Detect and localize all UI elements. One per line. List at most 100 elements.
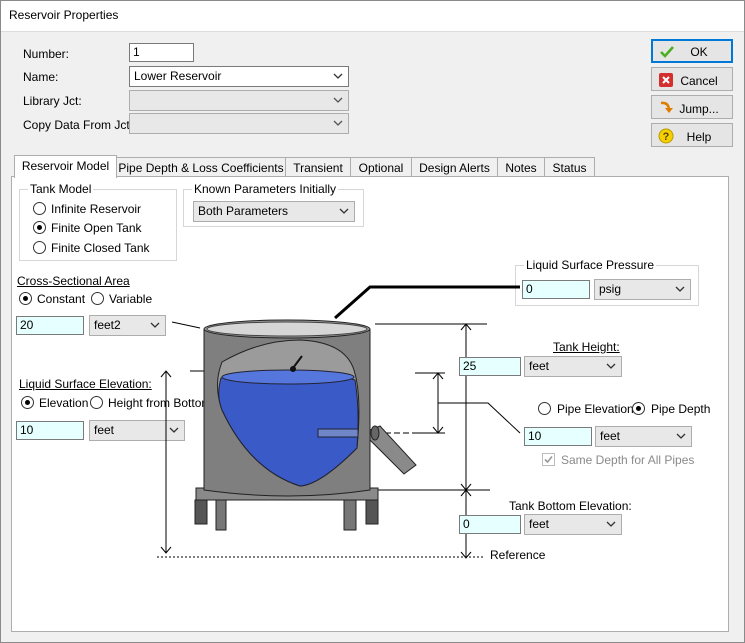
pipe-elevation-radio[interactable] [538,402,551,415]
chevron-down-icon [606,363,616,369]
help-label: Help [686,130,712,144]
constant-label: Constant [37,292,86,306]
cancel-label: Cancel [680,74,718,88]
height-from-bottom-radio[interactable] [90,396,103,409]
tab-label: Notes [505,161,537,175]
tank-bottom-title: Tank Bottom Elevation: [509,499,632,513]
name-combobox[interactable]: Lower Reservoir [129,66,349,87]
surface-pressure-unit-value: psig [599,282,622,296]
window-title: Reservoir Properties [9,8,119,22]
pressure-pointer [334,285,520,320]
tank-height-unit-select[interactable]: feet [524,356,622,377]
tab-notes[interactable]: Notes [497,157,545,177]
pipe-depth-radio[interactable] [632,402,645,415]
tank-bottom-unit-select[interactable]: feet [524,514,622,535]
outlet-pipe [369,425,417,475]
ok-label: OK [690,45,708,59]
library-label: Library Jct: [23,94,82,108]
surface-elevation-title: Liquid Surface Elevation: [19,377,152,391]
copy-data-select[interactable] [129,113,349,134]
tank-model-title: Tank Model [28,182,94,196]
finite-open-tank-label: Finite Open Tank [51,221,142,235]
known-params-group: Known Parameters Initially [183,182,364,227]
tab-label: Design Alerts [419,161,490,175]
help-button[interactable]: ? Help [651,123,733,147]
tab-label: Reservoir Model [21,159,110,173]
pipe-depth-unit-value: feet [600,429,621,443]
chevron-down-icon [606,521,616,527]
library-select[interactable] [129,90,349,111]
area-input[interactable]: 20 [16,316,84,335]
tab-optional[interactable]: Optional [350,157,412,177]
chevron-down-icon [339,208,349,214]
pipe-depth-input[interactable]: 10 [524,427,592,446]
chevron-down-icon [676,433,686,439]
same-depth-label: Same Depth for All Pipes [561,453,695,467]
tank-height-input[interactable]: 25 [459,357,521,376]
surface-pressure-group: Liquid Surface Pressure [515,258,699,306]
checkmark-icon [544,455,553,464]
name-value: Lower Reservoir [134,69,222,83]
elevation-radio[interactable] [21,396,34,409]
tab-reservoir-model[interactable]: Reservoir Model [14,155,117,178]
variable-radio[interactable] [91,292,104,305]
surface-elevation-input[interactable]: 10 [16,421,84,440]
tab-label: Optional [358,161,404,175]
known-params-select[interactable]: Both Parameters [193,201,355,222]
tank-bottom-input[interactable]: 0 [459,515,521,534]
surface-pressure-title: Liquid Surface Pressure [524,258,657,272]
surface-elevation-unit-select[interactable]: feet [89,420,185,441]
surface-elevation-unit-value: feet [94,423,115,437]
ok-button[interactable]: OK [651,39,733,63]
chevron-down-icon [333,120,343,126]
pipe-depth-label: Pipe Depth [651,402,711,416]
tank-cutaway [217,339,360,487]
tab-status[interactable]: Status [544,157,595,177]
surface-pressure-unit-select[interactable]: psig [594,279,691,300]
jump-arrow-icon [660,101,673,113]
constant-radio[interactable] [19,292,32,305]
surface-pressure-input[interactable]: 0 [522,280,590,299]
tank-model-group: Tank Model [19,182,177,261]
chevron-down-icon [150,322,160,328]
tank-height-title: Tank Height: [553,340,620,354]
copy-data-label: Copy Data From Jct... [23,118,140,132]
finite-closed-tank-radio[interactable] [33,241,46,254]
known-params-value: Both Parameters [198,204,289,218]
area-unit-select[interactable]: feet2 [89,315,166,336]
tab-pipe-depth[interactable]: Pipe Depth & Loss Coefficients [116,157,286,177]
area-unit-value: feet2 [94,318,121,332]
tab-transient[interactable]: Transient [285,157,351,177]
cross-section-title: Cross-Sectional Area [17,274,130,288]
jump-button[interactable]: Jump... [651,95,733,119]
jump-label: Jump... [679,102,719,116]
help-icon: ? [658,128,674,144]
known-params-title: Known Parameters Initially [192,182,339,196]
chevron-down-icon [333,97,343,103]
infinite-reservoir-radio[interactable] [33,202,46,215]
number-label: Number: [23,47,70,61]
cancel-icon [659,73,673,87]
chevron-down-icon [169,427,179,433]
variable-label: Variable [109,292,153,306]
title-bar: Reservoir Properties [0,0,745,32]
elevation-label: Elevation [39,396,89,410]
tab-label: Transient [293,161,343,175]
svg-text:?: ? [663,131,670,143]
number-input[interactable]: 1 [129,43,194,62]
chevron-down-icon [675,286,685,292]
tank-height-unit-value: feet [529,359,550,373]
tab-design-alerts[interactable]: Design Alerts [411,157,498,177]
checkmark-icon [660,46,674,58]
cancel-button[interactable]: Cancel [651,67,733,91]
tab-label: Status [552,161,587,175]
tank-bottom-unit-value: feet [529,517,550,531]
pipe-elevation-label: Pipe Elevation [557,402,634,416]
finite-open-tank-radio[interactable] [33,221,46,234]
pipe-depth-unit-select[interactable]: feet [595,426,692,447]
height-from-bottom-label: Height from Bottom [108,396,212,410]
chevron-down-icon [333,73,343,79]
same-depth-checkbox[interactable] [542,453,555,466]
infinite-reservoir-label: Infinite Reservoir [51,202,142,216]
